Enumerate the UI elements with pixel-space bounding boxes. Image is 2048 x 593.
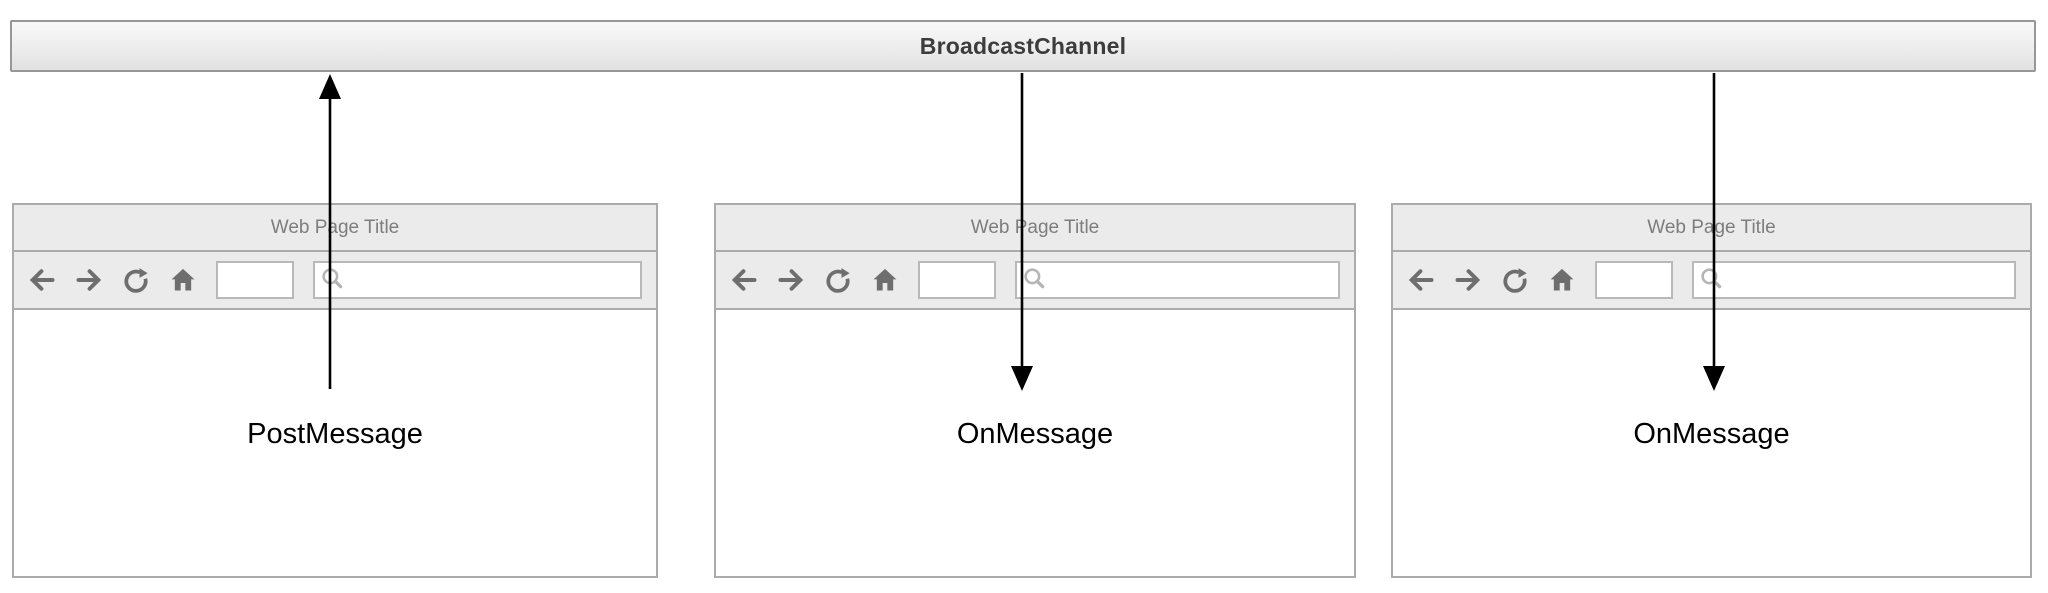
home-button[interactable]: [1548, 266, 1576, 294]
address-input[interactable]: [216, 261, 294, 299]
browser-toolbar: [14, 252, 656, 310]
window-title-bar: Web Page Title: [14, 205, 656, 252]
address-input[interactable]: [1595, 261, 1673, 299]
search-input[interactable]: [1047, 264, 1334, 296]
back-icon: [1407, 266, 1435, 294]
window-title-bar: Web Page Title: [1393, 205, 2030, 252]
refresh-icon: [1501, 266, 1529, 294]
forward-icon: [777, 266, 805, 294]
forward-button[interactable]: [1454, 266, 1482, 294]
window-content: PostMessage: [14, 310, 656, 576]
back-icon: [730, 266, 758, 294]
home-icon: [169, 266, 197, 294]
search-icon: [1021, 265, 1047, 296]
broadcast-channel-label: BroadcastChannel: [919, 32, 1127, 59]
browser-window-1: Web Page Title: [12, 203, 658, 578]
back-button[interactable]: [730, 266, 758, 294]
window-title: Web Page Title: [270, 216, 400, 238]
address-input[interactable]: [918, 261, 996, 299]
back-button[interactable]: [1407, 266, 1435, 294]
refresh-button[interactable]: [824, 266, 852, 294]
back-icon: [28, 266, 56, 294]
search-field[interactable]: [1692, 261, 2016, 299]
search-input[interactable]: [345, 264, 636, 296]
window-content: OnMessage: [716, 310, 1354, 576]
window-title: Web Page Title: [970, 216, 1100, 238]
back-button[interactable]: [28, 266, 56, 294]
refresh-button[interactable]: [1501, 266, 1529, 294]
browser-window-3: Web Page Title: [1391, 203, 2032, 578]
home-icon: [871, 266, 899, 294]
browser-window-2: Web Page Title: [714, 203, 1356, 578]
browser-toolbar: [1393, 252, 2030, 310]
search-input[interactable]: [1724, 264, 2010, 296]
message-label: PostMessage: [247, 418, 423, 450]
message-label: OnMessage: [1633, 418, 1790, 450]
message-label: OnMessage: [956, 418, 1114, 450]
home-button[interactable]: [169, 266, 197, 294]
forward-button[interactable]: [75, 266, 103, 294]
home-icon: [1548, 266, 1576, 294]
home-button[interactable]: [871, 266, 899, 294]
search-field[interactable]: [313, 261, 642, 299]
forward-icon: [75, 266, 103, 294]
forward-icon: [1454, 266, 1482, 294]
forward-button[interactable]: [777, 266, 805, 294]
refresh-icon: [824, 266, 852, 294]
window-title: Web Page Title: [1647, 216, 1776, 238]
broadcast-channel-bar: BroadcastChannel: [10, 20, 2036, 72]
window-content: OnMessage: [1393, 310, 2030, 576]
search-field[interactable]: [1015, 261, 1340, 299]
search-icon: [1698, 265, 1724, 296]
search-icon: [319, 265, 345, 296]
refresh-button[interactable]: [122, 266, 150, 294]
browser-toolbar: [716, 252, 1354, 310]
window-title-bar: Web Page Title: [716, 205, 1354, 252]
refresh-icon: [122, 266, 150, 294]
